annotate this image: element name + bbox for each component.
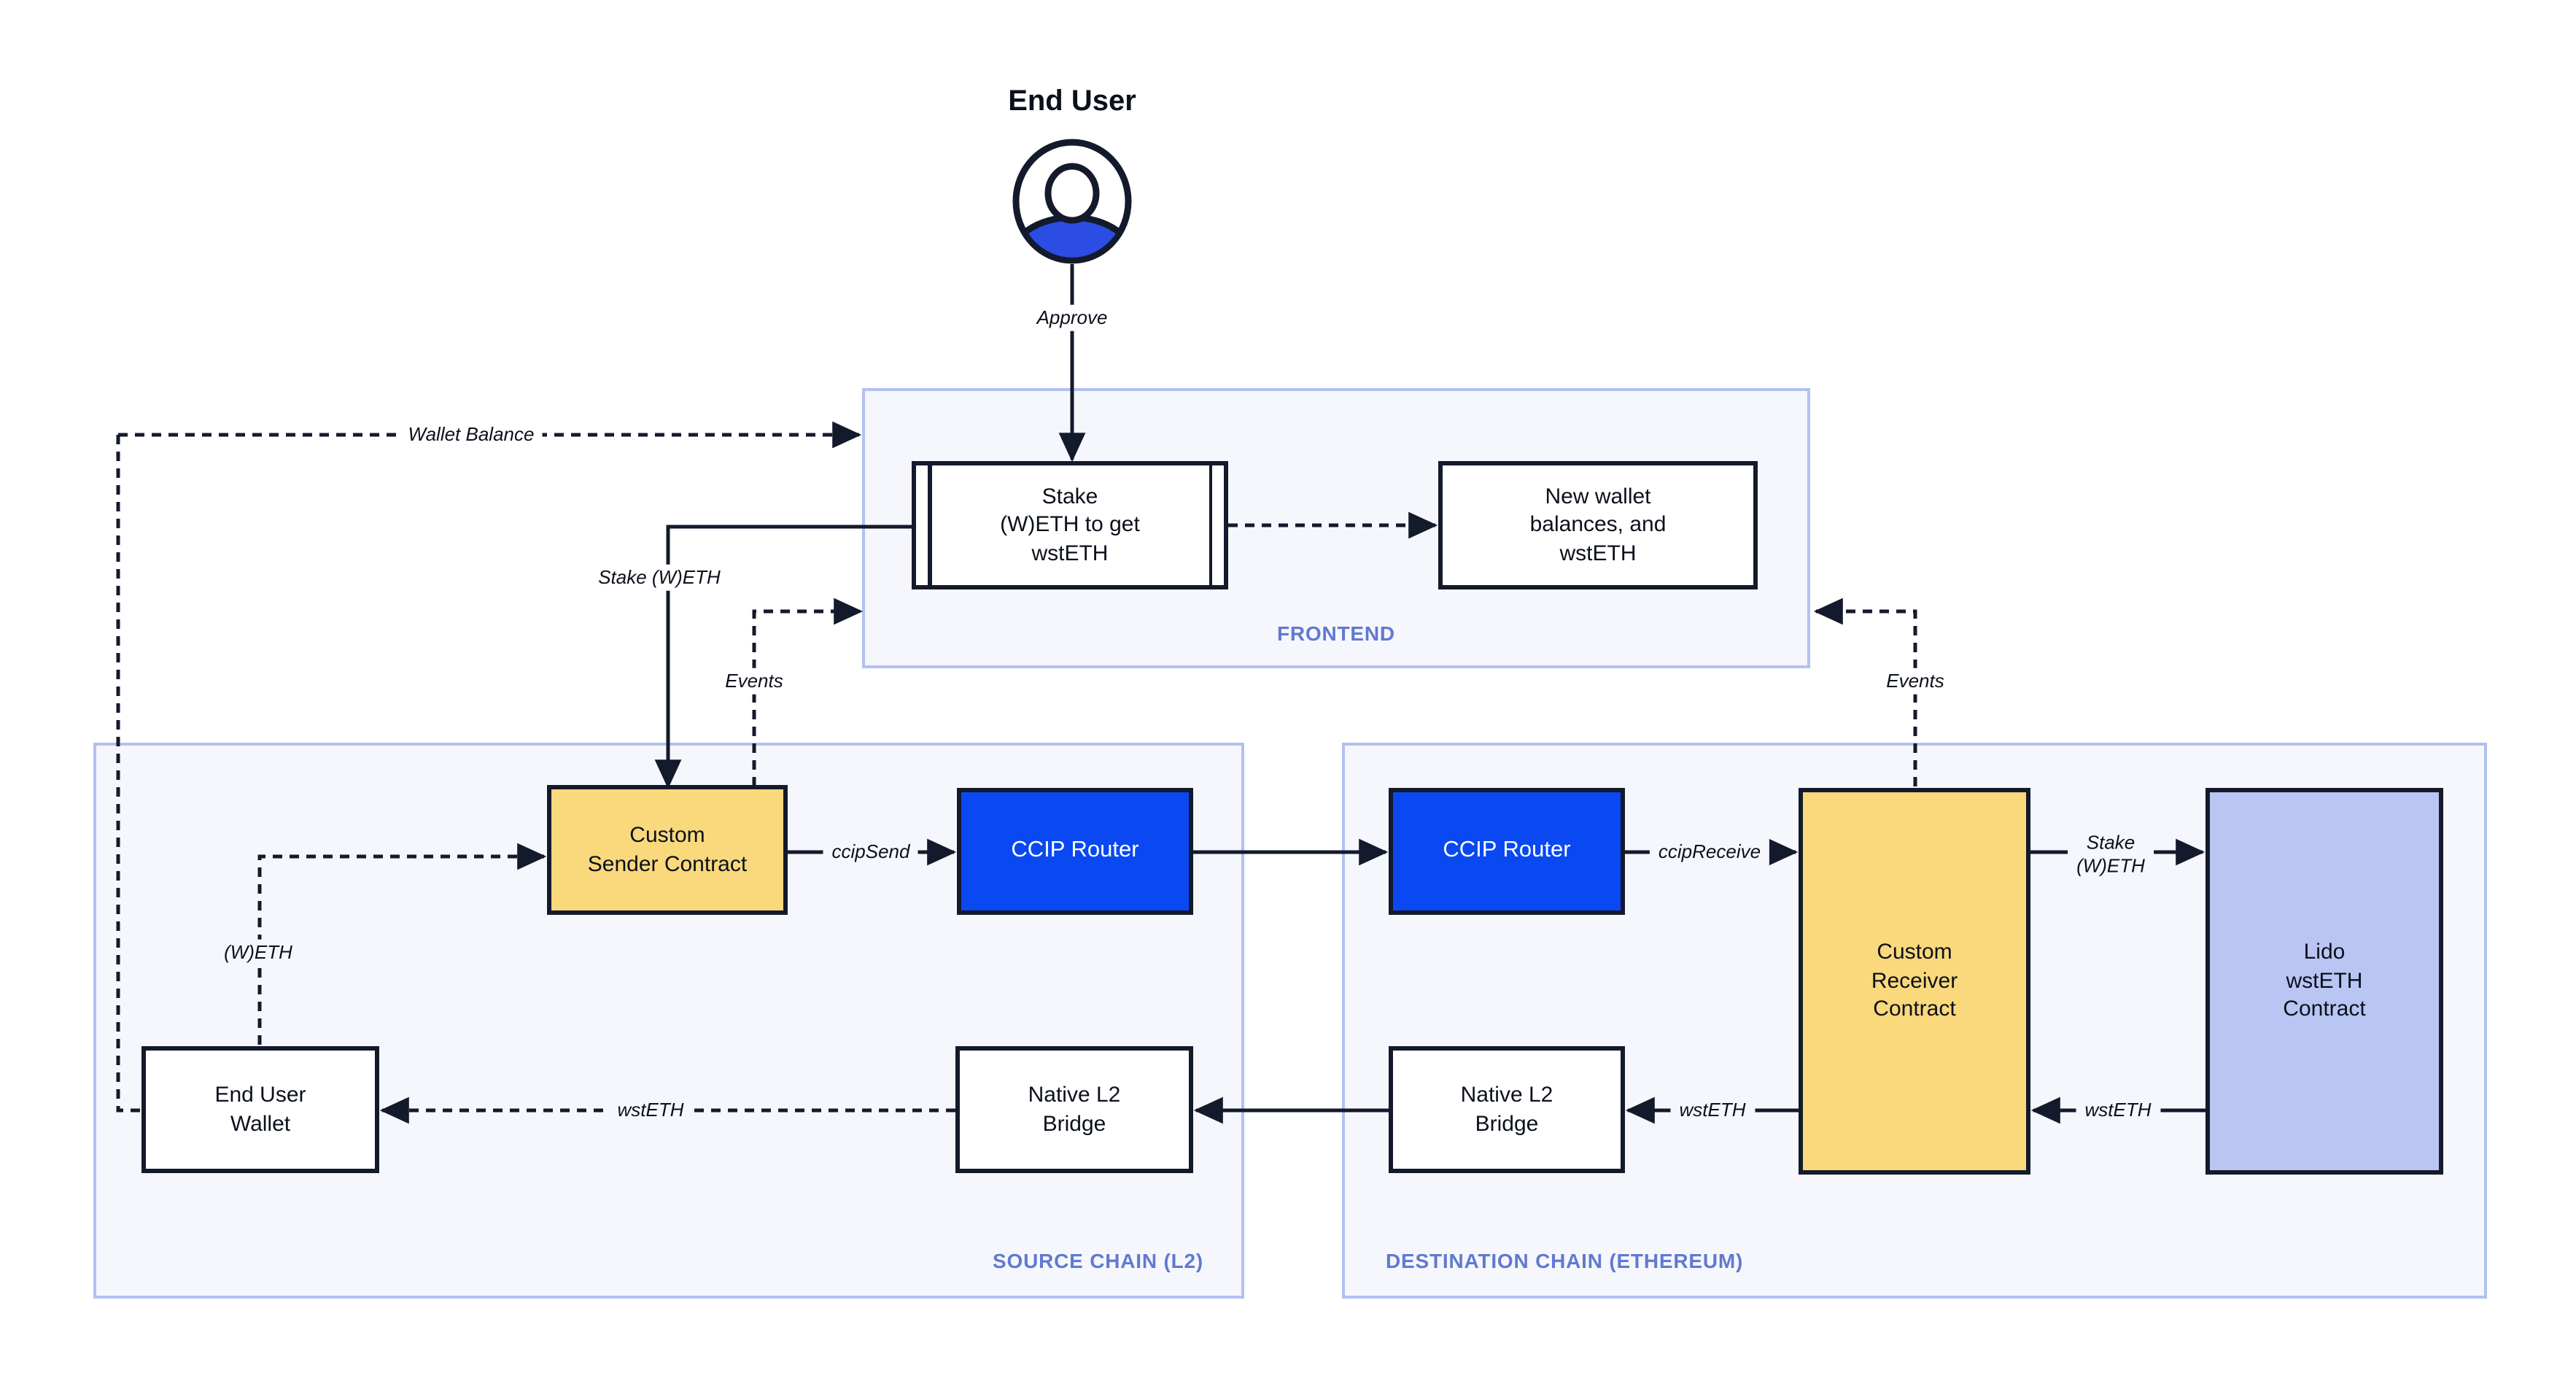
native-bridge-destination-label: Native L2 Bridge — [1460, 1083, 1553, 1136]
new-wallet-box: New wallet balances, and wstETH — [1438, 461, 1758, 589]
ccip-router-source-box: CCIP Router — [957, 788, 1193, 915]
end-user-wallet-label: End User Wallet — [214, 1083, 306, 1136]
lido-wsteth-contract-label: Lido wstETH Contract — [2283, 940, 2366, 1022]
native-bridge-source-box: Native L2 Bridge — [955, 1046, 1193, 1173]
source-chain-section-label: SOURCE CHAIN (L2) — [993, 1249, 1203, 1272]
edge-stake-weth — [654, 525, 912, 789]
ccip-router-destination-label: CCIP Router — [1443, 838, 1571, 863]
stake-weth-label: Stake (W)ETH — [589, 564, 729, 592]
custom-sender-label: Custom Sender Contract — [587, 823, 748, 876]
ccip-router-source-label: CCIP Router — [1011, 838, 1139, 863]
ccipreceive-label: ccipReceive — [1649, 838, 1770, 866]
custom-receiver-contract-box: Custom Receiver Contract — [1799, 788, 2030, 1175]
wsteth-to-receiver-label: wstETH — [2076, 1097, 2160, 1124]
stake-weth-destination-label: Stake (W)ETH — [2068, 829, 2154, 881]
wallet-balance-label: Wallet Balance — [399, 421, 543, 449]
new-wallet-box-label: New wallet balances, and wstETH — [1529, 484, 1667, 566]
custom-sender-contract-box: Custom Sender Contract — [547, 785, 788, 915]
wsteth-to-wallet-label: wstETH — [608, 1097, 693, 1124]
wsteth-to-bridge-label: wstETH — [1670, 1097, 1755, 1124]
edge-weth — [257, 843, 547, 1045]
destination-chain-section-label: DESTINATION CHAIN (ETHEREUM) — [1386, 1249, 1744, 1272]
edge-events-right — [1813, 597, 1917, 786]
lido-wsteth-contract-box: Lido wstETH Contract — [2205, 788, 2443, 1175]
custom-receiver-label: Custom Receiver Contract — [1871, 940, 1958, 1022]
end-user-label: End User — [1008, 85, 1136, 117]
user-icon — [1012, 139, 1132, 264]
native-bridge-destination-box: Native L2 Bridge — [1389, 1046, 1625, 1173]
native-bridge-source-label: Native L2 Bridge — [1028, 1083, 1121, 1136]
events-left-label: Events — [716, 668, 792, 695]
end-user-wallet-box: End User Wallet — [141, 1046, 379, 1173]
edge-events-left — [752, 597, 864, 786]
edge-wallet-balance-return — [116, 435, 140, 1113]
stake-box-label: Stake (W)ETH to get wstETH — [1000, 484, 1140, 566]
ccip-router-destination-box: CCIP Router — [1389, 788, 1625, 915]
stake-box: Stake (W)ETH to get wstETH — [912, 461, 1228, 589]
frontend-section-label: FRONTEND — [1277, 622, 1395, 645]
events-right-label: Events — [1877, 668, 1953, 695]
approve-label: Approve — [1028, 304, 1117, 332]
ccipsend-label: ccipSend — [823, 838, 919, 866]
weth-label: (W)ETH — [215, 939, 301, 967]
